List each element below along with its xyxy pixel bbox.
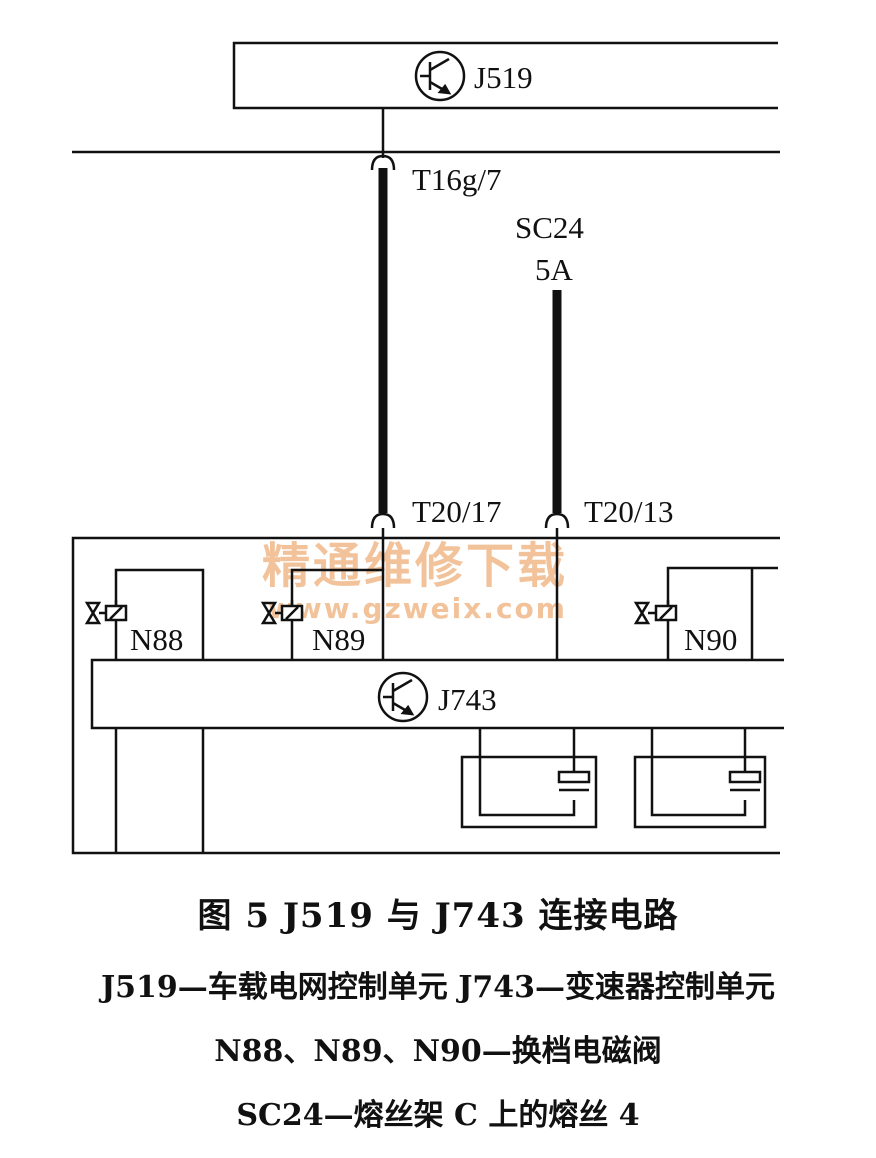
j519-transistor-icon [414, 50, 466, 102]
watermark-cn: 精通维修下载 [262, 538, 568, 594]
connector-t16g7 [370, 154, 396, 171]
connector-t2013-label: T20/13 [584, 494, 674, 529]
caption-line-1: J519—车载电网控制单元 J743—变速器控制单元 [100, 970, 776, 1005]
j519-module [232, 41, 778, 110]
caption-line-2: N88、N89、N90—换档电磁阀 [214, 1034, 662, 1069]
solenoid-valve-icon [84, 600, 128, 625]
solenoid-valve-icon [633, 600, 678, 625]
watermark-url: www.gzweix.com [268, 592, 567, 625]
j743-module [90, 658, 784, 730]
connector-t2013 [544, 512, 570, 529]
solenoid-valve-icon [260, 600, 304, 625]
connector-t2017-label: T20/17 [412, 494, 502, 529]
j743-enclosure [71, 536, 780, 855]
j743-transistor-icon [377, 671, 429, 723]
j743-label: J743 [438, 682, 497, 717]
j519-label: J519 [474, 60, 533, 95]
connector-t16g7-label: T16g/7 [412, 162, 502, 197]
inner-wiring [114, 528, 778, 853]
figure-title: 图 5 J519 与 J743 连接电路 [197, 896, 679, 936]
fuse-rating: 5A [535, 252, 574, 287]
solenoid-n89-label: N89 [312, 622, 365, 657]
caption-line-3: SC24—熔丝架 C 上的熔丝 4 [236, 1098, 640, 1133]
connector-t2017 [370, 512, 396, 529]
solenoid-n90-label: N90 [684, 622, 737, 657]
sensor-box-1 [460, 728, 598, 829]
sensor-box-2 [633, 728, 767, 829]
wiring-diagram: 精通维修下载 www.gzweix.com J519 T16g/7 SC24 5… [71, 41, 784, 855]
fuse-name: SC24 [515, 210, 584, 245]
solenoid-n88-label: N88 [130, 622, 183, 657]
